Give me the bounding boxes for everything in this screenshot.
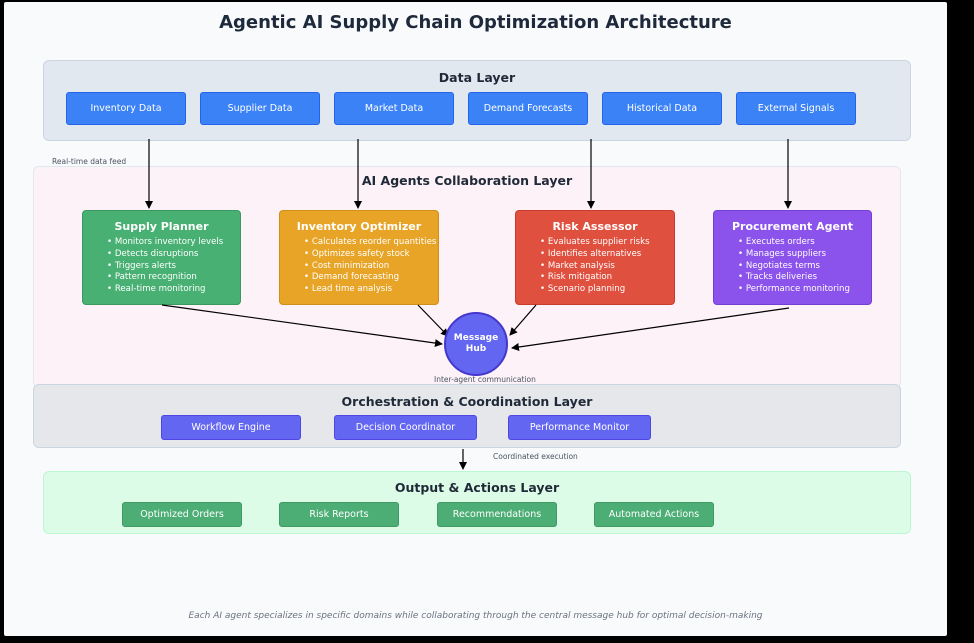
orch-chip-workflow: Workflow Engine xyxy=(161,415,301,440)
agent-task: Performance monitoring xyxy=(738,284,871,296)
comm-label: Inter-agent communication xyxy=(434,375,536,384)
message-hub: Message Hub xyxy=(444,312,508,376)
agent-task: Lead time analysis xyxy=(304,284,438,296)
out-chip-orders: Optimized Orders xyxy=(122,502,242,527)
agent-name: Inventory Optimizer xyxy=(296,220,422,233)
agent-task: Optimizes safety stock xyxy=(304,249,438,261)
output-layer-title: Output & Actions Layer xyxy=(394,480,560,495)
agent-risk-assessor: Risk Assessor Evaluates supplier risks I… xyxy=(515,210,675,305)
agent-task: Risk mitigation xyxy=(540,272,674,284)
orch-chip-performance: Performance Monitor xyxy=(508,415,651,440)
diagram-canvas: Agentic AI Supply Chain Optimization Arc… xyxy=(4,2,947,636)
agent-task: Detects disruptions xyxy=(107,249,240,261)
agent-task: Executes orders xyxy=(738,237,871,249)
arrow-procurement-to-hub xyxy=(511,307,790,351)
agent-task: Scenario planning xyxy=(540,284,674,296)
agent-task: Evaluates supplier risks xyxy=(540,237,674,249)
agent-task: Cost minimization xyxy=(304,261,438,273)
footer-caption: Each AI agent specializes in specific do… xyxy=(188,611,763,621)
connector-arrows xyxy=(145,139,792,470)
agent-inventory-optimizer: Inventory Optimizer Calculates reorder q… xyxy=(279,210,439,305)
data-chip-external: External Signals xyxy=(736,92,856,125)
out-chip-risk-reports: Risk Reports xyxy=(279,502,399,527)
data-chip-inventory: Inventory Data xyxy=(66,92,186,125)
agent-task: Manages suppliers xyxy=(738,249,871,261)
hub-label-line1: Message xyxy=(453,333,499,343)
data-chip-market: Market Data xyxy=(334,92,454,125)
agent-task: Calculates reorder quantities xyxy=(304,237,438,249)
data-layer-title: Data Layer xyxy=(438,70,516,85)
agent-task: Triggers alerts xyxy=(107,261,240,273)
agents-layer-title: AI Agents Collaboration Layer xyxy=(361,173,573,188)
data-chip-supplier: Supplier Data xyxy=(200,92,320,125)
arrow-supply-to-hub xyxy=(161,304,443,347)
hub-label-line2: Hub xyxy=(465,344,487,354)
agent-task: Market analysis xyxy=(540,261,674,273)
agent-task: Demand forecasting xyxy=(304,272,438,284)
agent-task: Real-time monitoring xyxy=(107,284,240,296)
agent-name: Risk Assessor xyxy=(552,220,638,233)
diagram-title: Agentic AI Supply Chain Optimization Arc… xyxy=(219,12,732,33)
agent-procurement: Procurement Agent Executes orders Manage… xyxy=(713,210,872,305)
data-chip-historical: Historical Data xyxy=(602,92,722,125)
arrow-risk-to-hub xyxy=(509,304,537,336)
agent-task: Pattern recognition xyxy=(107,272,240,284)
out-chip-recommendations: Recommendations xyxy=(437,502,557,527)
exec-label: Coordinated execution xyxy=(493,452,578,461)
feed-label: Real-time data feed xyxy=(52,157,127,166)
agent-name: Procurement Agent xyxy=(731,220,854,233)
arrow-inventory-to-hub xyxy=(417,304,449,337)
data-chip-demand: Demand Forecasts xyxy=(468,92,588,125)
agent-supply-planner: Supply Planner Monitors inventory levels… xyxy=(82,210,241,305)
agent-name: Supply Planner xyxy=(114,220,209,233)
out-chip-automated: Automated Actions xyxy=(594,502,714,527)
orch-chip-decision: Decision Coordinator xyxy=(334,415,477,440)
agent-task: Negotiates terms xyxy=(738,261,871,273)
agent-task: Monitors inventory levels xyxy=(107,237,240,249)
agent-task: Identifies alternatives xyxy=(540,249,674,261)
agent-task: Tracks deliveries xyxy=(738,272,871,284)
orchestration-layer-title: Orchestration & Coordination Layer xyxy=(341,394,593,409)
